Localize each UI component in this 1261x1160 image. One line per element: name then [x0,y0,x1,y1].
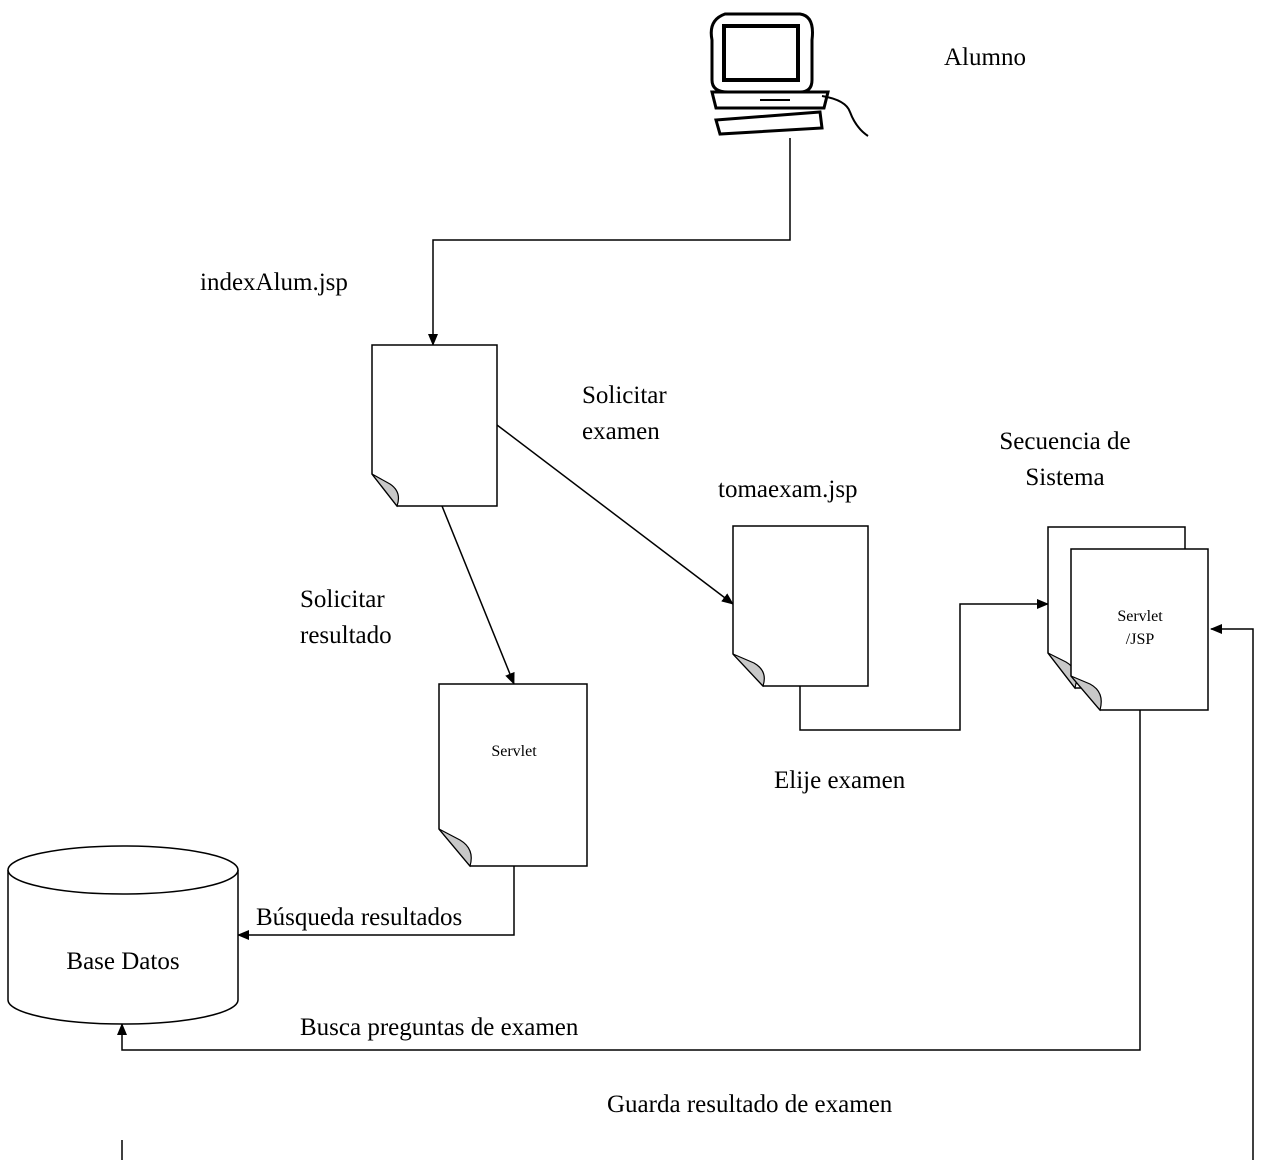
actor-label: Alumno [944,44,1026,71]
connector-request-exam [496,424,734,605]
exam-page-caption: tomaexam.jsp [718,476,858,503]
system-sequence-inner-line2: /JSP [1125,631,1155,648]
results-servlet-label: Servlet [491,743,537,760]
request-result-label-line1: Solicitar [300,586,385,613]
computer-icon [709,12,869,137]
exam-page-document [732,525,869,688]
index-page-caption: indexAlum.jsp [200,269,348,296]
request-result-label-line2: resultado [300,622,392,649]
search-results-label: Búsqueda resultados [256,904,463,931]
system-sequence-inner-line1: Servlet [1117,608,1163,625]
database-cylinder [7,845,239,1025]
connector-computer-to-index [428,138,791,346]
connector-search-results [237,855,519,940]
connector-save-result [1210,624,1254,1160]
results-servlet-document [438,683,588,868]
fetch-questions-label: Busca preguntas de examen [300,1014,579,1041]
connector-choose-exam [799,599,1049,731]
index-page-document [371,344,498,508]
connector-fetch-questions [117,710,1141,1051]
database-label: Base Datos [66,948,180,975]
request-exam-label-line1: Solicitar [582,382,667,409]
system-sequence-caption-line2: Sistema [1025,464,1105,491]
request-exam-label-line2: examen [582,418,660,445]
choose-exam-label: Elije examen [774,767,906,794]
system-sequence-caption-line1: Secuencia de [999,428,1131,455]
save-result-label: Guarda resultado de examen [607,1091,893,1118]
system-sequence-documents [1047,526,1209,712]
connector-request-result [441,505,515,685]
